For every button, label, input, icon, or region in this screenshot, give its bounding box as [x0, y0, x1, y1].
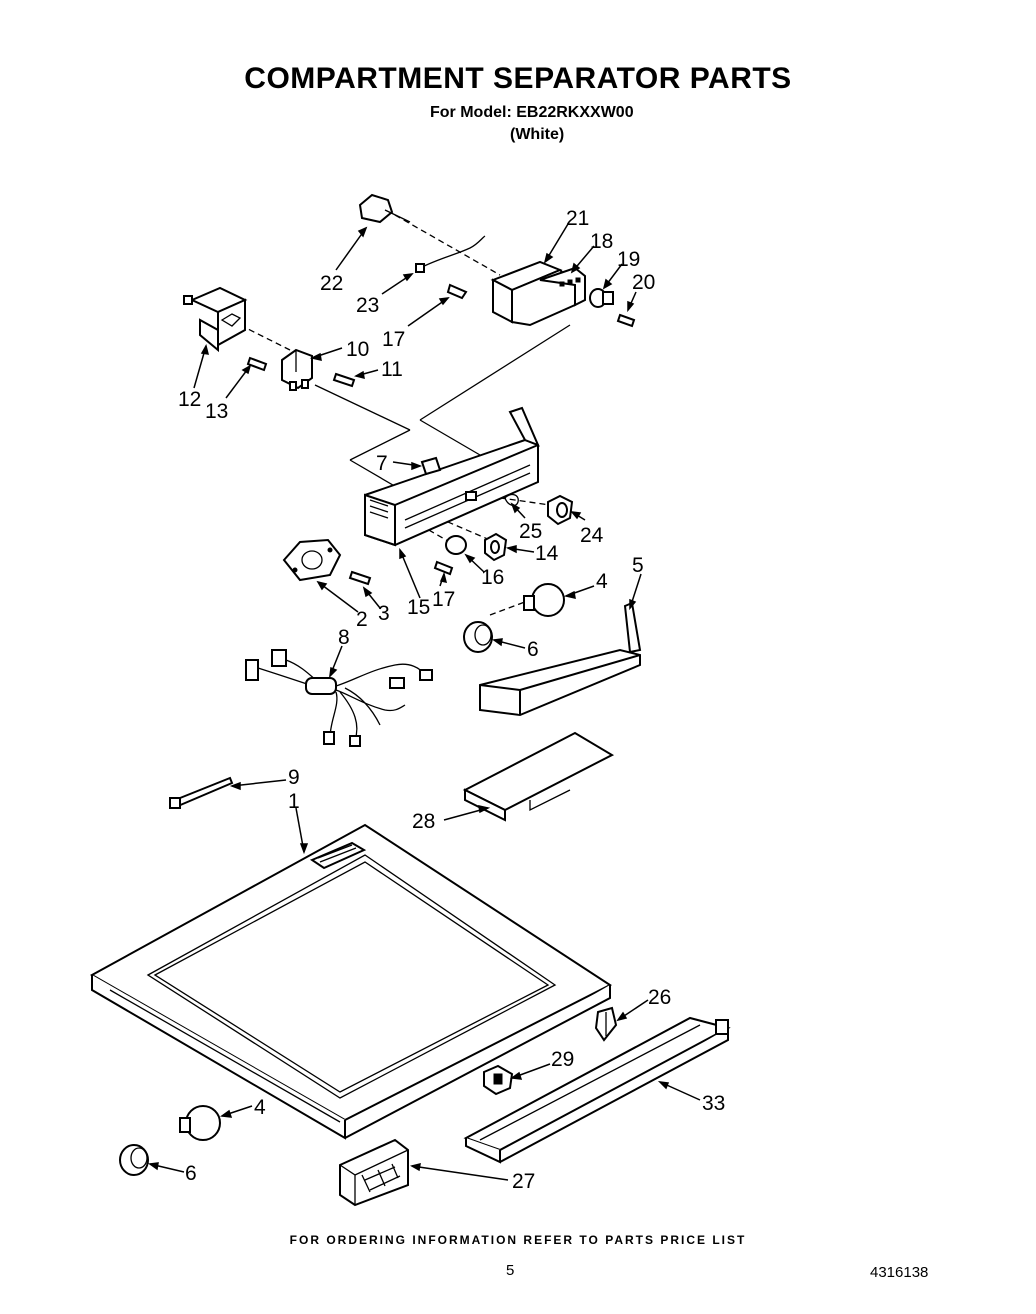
part-lens-6b	[119, 1144, 149, 1176]
callout-18: 18	[590, 230, 613, 253]
part-socket-19	[589, 288, 614, 308]
part-trim-5	[479, 601, 642, 717]
callout-13: 13	[205, 400, 228, 423]
callout-29: 29	[551, 1048, 574, 1071]
page-number: 5	[506, 1262, 515, 1279]
part-bulb-4b	[179, 1105, 221, 1141]
callout-3: 3	[378, 602, 390, 625]
callout-14: 14	[535, 542, 559, 565]
callout-1: 1	[288, 790, 300, 813]
part-screw-17b	[433, 560, 454, 576]
part-screw-20	[616, 313, 636, 328]
callout-8: 8	[338, 626, 350, 649]
part-bracket-27	[339, 1138, 409, 1207]
callout-6b: 6	[185, 1162, 197, 1185]
part-socket-24	[547, 494, 574, 526]
document-number: 4316138	[870, 1264, 929, 1281]
callout-17b: 17	[432, 588, 455, 611]
callout-28: 28	[412, 810, 435, 833]
part-harness-8	[245, 649, 433, 747]
part-wire-23	[415, 235, 486, 273]
part-bracket-12	[183, 286, 248, 353]
model-line: For Model: EB22RKXXW00	[430, 104, 634, 121]
callout-11: 11	[381, 358, 403, 381]
part-clip-26	[594, 1006, 618, 1042]
callout-23: 23	[356, 294, 379, 317]
part-shelf-frame-1	[89, 823, 612, 1140]
callout-7: 7	[376, 452, 388, 475]
part-separator-channel-15	[364, 406, 540, 547]
color-line: (White)	[510, 126, 565, 143]
callout-21: 21	[566, 207, 589, 230]
part-screw-11	[332, 372, 356, 388]
part-socket-14	[484, 532, 508, 562]
callout-22: 22	[320, 272, 343, 295]
part-clip-25	[504, 493, 519, 507]
part-bulb-4a	[523, 583, 565, 617]
callout-27: 27	[512, 1170, 535, 1193]
callout-5: 5	[632, 554, 644, 577]
part-screw-13	[246, 356, 268, 372]
callout-4b: 4	[254, 1096, 266, 1119]
callout-26: 26	[648, 986, 671, 1009]
callout-15: 15	[407, 596, 430, 619]
callout-17a: 17	[382, 328, 405, 351]
part-knob-22	[358, 193, 411, 224]
callout-12: 12	[178, 388, 201, 411]
part-strap-9	[169, 776, 234, 809]
part-screw-17a	[446, 283, 468, 300]
callout-numbers: 22 21 18 19 20 23 17 10 11 12 13 7 25 24…	[178, 207, 725, 1193]
part-clip-7	[420, 456, 442, 476]
part-lens-16	[445, 535, 467, 555]
part-rail-33	[463, 1016, 731, 1164]
callout-19: 19	[617, 248, 640, 271]
part-cover-28	[462, 731, 615, 822]
part-socket-29	[483, 1064, 514, 1096]
page-title: COMPARTMENT SEPARATOR PARTS	[244, 62, 792, 95]
callout-9: 9	[288, 766, 300, 789]
callout-25: 25	[519, 520, 542, 543]
leader-lines	[148, 223, 701, 1181]
callout-24: 24	[580, 524, 604, 547]
callout-20: 20	[632, 271, 655, 294]
part-screw-3	[348, 570, 372, 586]
callout-2: 2	[356, 608, 368, 631]
callout-10: 10	[346, 338, 369, 361]
part-switch-10	[281, 348, 313, 391]
callout-16: 16	[481, 566, 504, 589]
part-lens-6a	[463, 621, 493, 653]
callout-4a: 4	[596, 570, 608, 593]
part-switch-housing-18-21	[490, 260, 586, 327]
callout-6a: 6	[527, 638, 539, 661]
part-thermostat-2	[282, 538, 342, 582]
ordering-note: FOR ORDERING INFORMATION REFER TO PARTS …	[289, 1233, 747, 1247]
callout-33: 33	[702, 1092, 725, 1115]
